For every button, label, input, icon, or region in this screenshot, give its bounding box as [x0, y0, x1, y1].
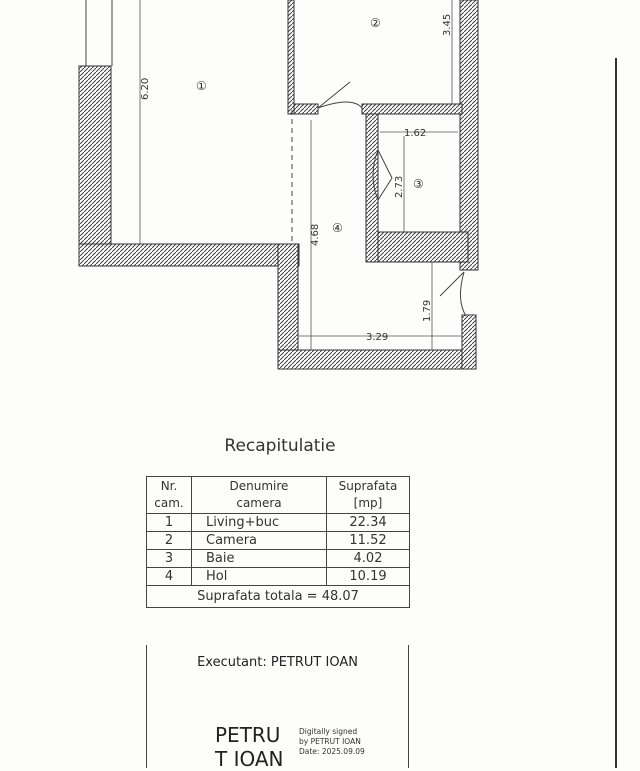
header-area: Suprafata [mp] [326, 476, 410, 514]
executant-box: Executant: PETRUT IOAN PETRU T IOAN Digi… [146, 645, 409, 771]
room-number-3: ③ [413, 177, 424, 191]
table-row: 2 Camera 11.52 [146, 531, 410, 550]
wall-bedroom-bottom-right [361, 103, 463, 115]
cell-area: 10.19 [326, 567, 410, 586]
wall-bedroom-left [287, 0, 295, 115]
cell-nr: 4 [146, 567, 192, 586]
cell-area: 11.52 [326, 531, 410, 550]
wall-right [459, 0, 479, 271]
page-border-line [615, 58, 617, 768]
dimension-label: 1.79 [422, 300, 433, 322]
cell-nr: 3 [146, 549, 192, 568]
total-area: Suprafata totala = 48.07 [146, 585, 410, 608]
cell-area: 22.34 [326, 513, 410, 532]
cell-name: Hol [191, 567, 327, 586]
cell-nr: 1 [146, 513, 192, 532]
cell-name: Baie [191, 549, 327, 568]
executant-label: Executant: PETRUT IOAN [197, 655, 358, 670]
dimension-label: 6.20 [140, 78, 151, 100]
digital-signature-note: Digitally signed by PETRUT IOAN Date: 20… [299, 727, 365, 756]
cell-nr: 2 [146, 531, 192, 550]
signature-name: PETRU T IOAN [215, 723, 284, 771]
dimension-label: 4.68 [310, 224, 321, 246]
wall-left [78, 65, 112, 267]
cell-name: Camera [191, 531, 327, 550]
header-nr: Nr. cam. [146, 476, 192, 514]
room-number-1: ① [196, 79, 207, 93]
table-row: 1 Living+buc 22.34 [146, 513, 410, 532]
dimension-lines [139, 0, 462, 350]
door-entrance [439, 271, 467, 317]
total-row: Suprafata totala = 48.07 [146, 585, 410, 608]
room-number-2: ② [370, 16, 381, 30]
header-name: Denumire camera [191, 476, 327, 514]
room-number-4: ④ [332, 221, 343, 235]
wall-bottom-living [78, 243, 300, 267]
recap-table: Nr. cam. Denumire camera Suprafata [mp] … [146, 476, 410, 608]
table-row: 3 Baie 4.02 [146, 549, 410, 568]
door-bedroom [317, 81, 363, 109]
dimension-label: 2.73 [394, 176, 405, 198]
thin-lines [85, 0, 467, 317]
cell-area: 4.02 [326, 549, 410, 568]
wall-bathroom-left [365, 111, 379, 263]
table-row: 4 Hol 10.19 [146, 567, 410, 586]
floor-plan: 6.20 3.45 1.62 2.73 4.68 1.79 3.29 ① ② ③… [78, 0, 479, 370]
wall-bottom-hall [277, 349, 477, 370]
wall-right-bottom [461, 314, 477, 370]
wall-bathroom-bottom [367, 231, 469, 263]
table-header-row: Nr. cam. Denumire camera Suprafata [mp] [146, 476, 410, 514]
dimension-label: 1.62 [404, 128, 426, 139]
dimension-label: 3.45 [442, 14, 453, 36]
cell-name: Living+buc [191, 513, 327, 532]
recap-title: Recapitulatie [224, 436, 336, 456]
dimension-label: 3.29 [366, 332, 388, 343]
walls [78, 0, 479, 370]
door-bathroom [372, 149, 393, 201]
